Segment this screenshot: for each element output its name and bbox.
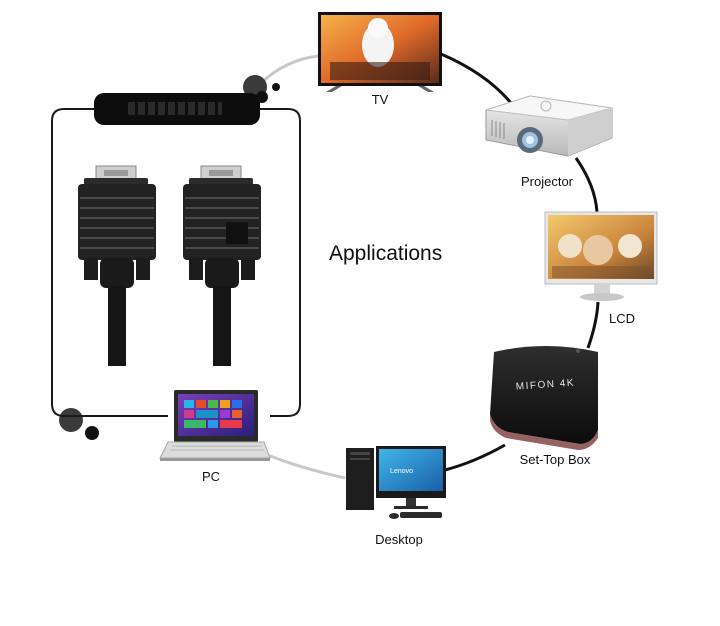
desktop-image: Lenovo [346,446,446,519]
pc-label: PC [201,469,221,484]
pc-laptop-image [159,390,271,461]
arc-projector-to-lcd [574,157,599,213]
lcd-image [544,211,658,301]
cable-title-badge [94,93,260,125]
vga-connector-right [183,165,261,366]
arc-tv-to-projector [440,52,517,109]
desktop-label: Desktop [375,532,423,547]
arc-lcd-to-settop [586,301,600,349]
arc-desktop-to-pc [267,453,346,480]
projector-image [485,95,613,157]
desktop-brand: Lenovo [390,468,413,475]
arc-pc-to-tv [258,54,319,86]
arc-settop-to-desktop [444,443,506,472]
decorative-dots [59,75,280,440]
projector-label: Projector [520,174,574,189]
cable-frame [51,108,168,417]
lcd-label: LCD [608,311,635,326]
set-top-box-brand: MIFON 4K [516,378,576,393]
connection-arc [258,52,600,480]
set-top-box-label: Set-Top Box [519,452,591,467]
tv-label: TV [371,92,389,107]
diagram-title: Applications [329,242,443,265]
tv-image [318,12,442,92]
vga-connector-left [78,165,156,366]
set-top-box-image: MIFON 4K [490,346,598,450]
